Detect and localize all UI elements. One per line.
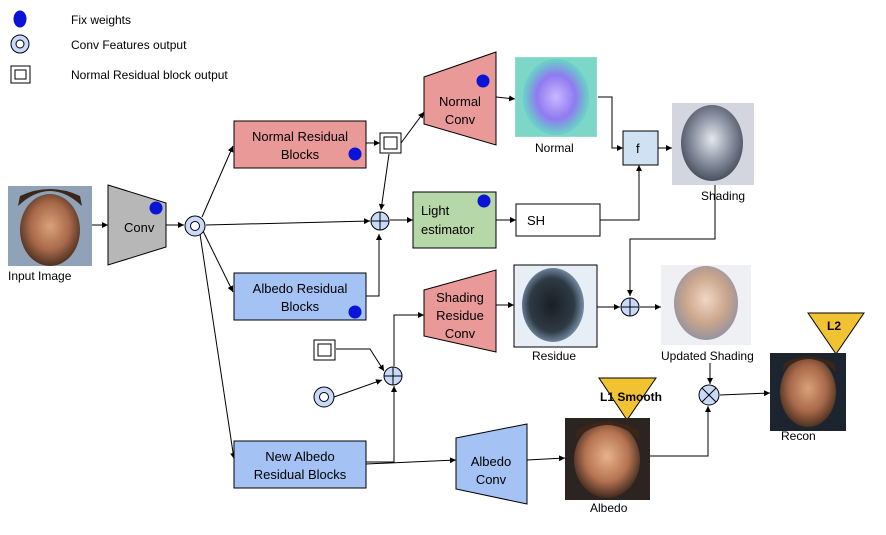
legend-normal-residual-output-label: Normal Residual block output (71, 68, 228, 82)
albedo-image: Albedo (565, 418, 650, 515)
edge-output-to-sum1 (378, 153, 390, 211)
sum-node-3 (383, 366, 403, 386)
shading-residue-conv-label-line1: Shading (436, 290, 484, 305)
albedo-residual-blocks: Albedo Residual Blocks (233, 272, 367, 321)
sum-node-2 (620, 297, 640, 317)
new-albedo-residual-blocks: New Albedo Residual Blocks (233, 440, 367, 489)
edge-features-output-to-sum3 (333, 379, 383, 398)
normal-label: Normal (535, 141, 574, 155)
conv-label: Conv (124, 220, 155, 235)
fix-weights-legend-icon (13, 10, 27, 28)
edge-features-to-normal-blocks (201, 145, 234, 218)
l1-smooth-label: L1 Smooth (600, 390, 662, 404)
edge-normal-to-f (598, 96, 623, 151)
shading-label: Shading (701, 189, 745, 203)
normal-residual-blocks: Normal Residual Blocks (233, 120, 367, 169)
shading-residue-conv-label-line2: Residue (436, 308, 484, 323)
shading-residue-conv-label-line3: Conv (445, 326, 476, 341)
edge-normal-conv-to-normal (495, 95, 516, 102)
new-albedo-label-line2: Residual Blocks (254, 467, 347, 482)
light-estimator-block: Light estimator (412, 191, 497, 249)
edge-features-to-new-albedo (199, 233, 237, 460)
conv-features-legend-inner (15, 39, 25, 49)
l2-label: L2 (827, 319, 841, 333)
albedo-residual-blocks-label-line1: Albedo Residual (253, 281, 348, 296)
l2-loss: L2 (807, 312, 865, 355)
updated-shading-image: Updated Shading (661, 265, 754, 363)
edge-new-albedo-to-albedo-conv (365, 457, 457, 465)
edge-product-to-recon (719, 390, 771, 397)
shading-residue-conv-block: Shading Residue Conv (423, 269, 497, 353)
edge-normal-output-to-sum3 (336, 348, 385, 372)
l1-smooth-loss: L1 Smooth (598, 377, 662, 421)
input-image: Input Image (8, 186, 92, 283)
normal-map-image: Normal (514, 56, 598, 155)
normal-conv-label-line1: Normal (439, 94, 481, 109)
edge-albedo-to-product (650, 406, 711, 457)
recon-label: Recon (781, 429, 816, 443)
normal-residual-blocks-label-line1: Normal Residual (252, 129, 348, 144)
normal-conv-fix-weights-icon (476, 74, 490, 88)
albedo-residual-blocks-label-line2: Blocks (281, 299, 320, 314)
edge-new-albedo-to-sum3 (366, 386, 397, 463)
edge-output-to-normal-conv (400, 111, 425, 144)
albedo-residual-fix-weights-icon (348, 305, 362, 319)
edges (92, 95, 771, 465)
normal-residual-fix-weights-icon (348, 147, 362, 161)
albedo-conv-label-line1: Albedo (471, 454, 511, 469)
input-image-label: Input Image (8, 269, 72, 283)
edge-sh-to-f (600, 165, 642, 221)
product-node (698, 384, 720, 406)
legend-fix-weights-label: Fix weights (71, 13, 131, 27)
residue-label: Residue (532, 349, 576, 363)
albedo-label: Albedo (590, 501, 628, 515)
light-estimator-fix-weights-icon (477, 194, 491, 208)
f-block: f (622, 130, 659, 166)
albedo-conv-label-line2: Conv (476, 472, 507, 487)
new-albedo-label-line1: New Albedo (265, 449, 334, 464)
recon-image: Recon (770, 353, 846, 443)
light-estimator-label-line2: estimator (421, 222, 475, 237)
edge-features-to-albedo-blocks (202, 230, 234, 293)
edge-sum3-to-shading-residue-conv (393, 312, 424, 366)
legend-conv-features-label: Conv Features output (71, 38, 187, 52)
f-label: f (636, 141, 640, 156)
sh-label: SH (527, 213, 545, 228)
conv-block: Conv (107, 184, 167, 266)
edge-shading-to-sum2 (627, 185, 716, 296)
shading-image: Shading (672, 103, 754, 203)
albedo-conv-block: Albedo Conv (455, 423, 528, 505)
light-estimator-label-line1: Light (421, 203, 450, 218)
residue-image: Residue (513, 264, 598, 363)
edge-albedo-blocks-to-sum1 (366, 234, 382, 297)
normal-conv-label-line2: Conv (445, 112, 476, 127)
conv-fix-weights-icon (149, 201, 163, 215)
sh-block: SH (515, 203, 601, 237)
legend: Fix weights Conv Features output Normal … (10, 10, 228, 84)
normal-residual-blocks-label-line2: Blocks (281, 147, 320, 162)
normal-conv-block: Normal Conv (423, 51, 497, 146)
sum-node-1 (370, 211, 390, 231)
edge-albedo-conv-to-albedo (526, 455, 566, 462)
edge-features-to-sum1 (205, 218, 371, 226)
updated-shading-label: Updated Shading (661, 349, 754, 363)
